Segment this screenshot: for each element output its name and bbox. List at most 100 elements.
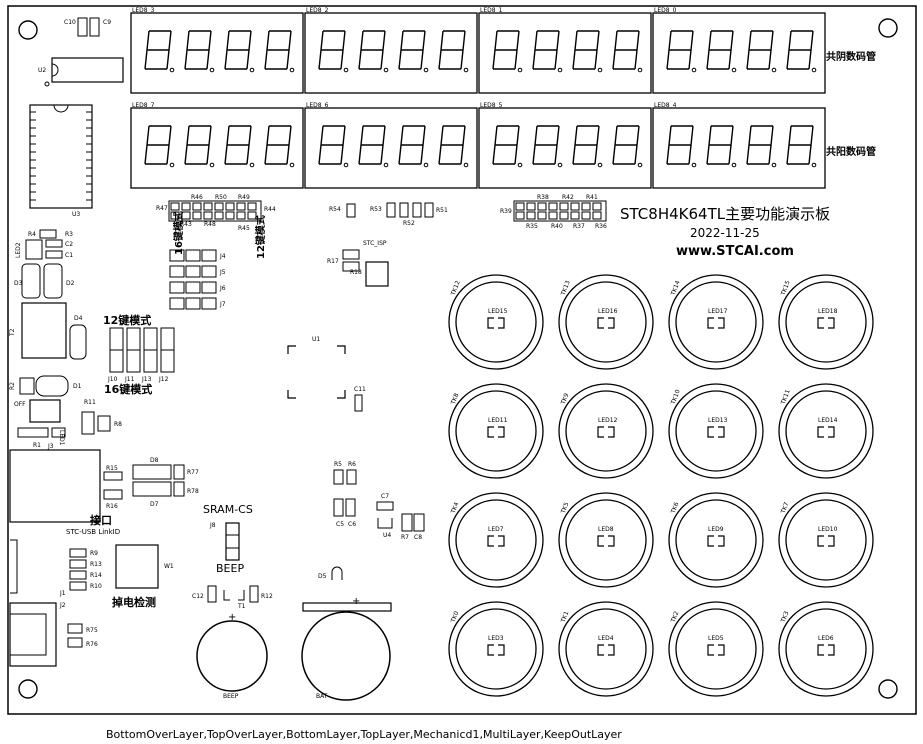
segment [248, 30, 252, 51]
seven-segment-display: LED8_7 [130, 102, 304, 189]
segment [574, 125, 578, 146]
jumper-pad [126, 327, 141, 351]
seven-segment-display: LED8_2 [304, 7, 478, 94]
label-r6: R6 [348, 461, 356, 468]
touch-key-label: TK0 [450, 610, 461, 624]
resistor-pad [203, 202, 213, 211]
jumper-label: J5 [219, 269, 226, 276]
segment [634, 144, 638, 165]
segment [614, 125, 618, 146]
segment [666, 49, 670, 70]
touch-key-led-label: LED7 [488, 526, 504, 533]
resistor-r16 [103, 489, 123, 500]
segment [208, 30, 212, 51]
segment [460, 144, 464, 165]
label-c10: C10 [64, 19, 76, 26]
segment [788, 30, 792, 51]
buzzer [196, 620, 268, 692]
jumper-label: J13 [141, 376, 152, 383]
u3-pins [30, 111, 92, 201]
label-u3: U3 [72, 211, 80, 218]
decimal-point [209, 162, 215, 168]
segment [440, 125, 444, 146]
touch-key-outer-ring [778, 274, 874, 370]
segment [420, 144, 424, 165]
label-r49: R49 [238, 194, 250, 201]
touch-key-outer-ring [778, 383, 874, 479]
label-d3: D3 [14, 280, 23, 287]
segment [400, 125, 404, 146]
buzzer-plus-sign: + [228, 612, 236, 623]
segment [730, 125, 734, 146]
touch-key-led [817, 644, 824, 656]
decimal-point [517, 67, 523, 73]
touch-key-label: TK9 [560, 392, 571, 406]
segment [266, 125, 270, 146]
jumper-j8 [225, 522, 240, 561]
segment [728, 49, 732, 70]
jumper-pad [160, 327, 175, 351]
label-r10: R10 [90, 583, 102, 590]
label-r1: R1 [33, 442, 41, 449]
touch-key-outer-ring [558, 274, 654, 370]
display-label: LED8_5 [480, 102, 503, 109]
segment [462, 30, 466, 51]
resistor-pad [570, 211, 580, 220]
segment [462, 125, 466, 146]
jumper-pad [169, 281, 185, 294]
segment [360, 30, 364, 51]
display-label: LED8_3 [132, 7, 155, 14]
diode-d5 [331, 566, 343, 580]
touch-key-led [487, 317, 494, 329]
touch-key-led [597, 317, 604, 329]
segment [786, 144, 790, 165]
resistor-pad [592, 211, 602, 220]
label-c8: C8 [414, 534, 422, 541]
segment [668, 30, 672, 51]
digit [318, 30, 349, 73]
resistor-array-outline [513, 200, 607, 222]
resistor-pad [548, 211, 558, 220]
resistor-pad [69, 559, 87, 569]
touch-key-led-label: LED17 [708, 308, 728, 315]
resistor-pad [581, 202, 591, 211]
touch-key-led-label: LED4 [598, 635, 614, 642]
resistor-pad [247, 202, 257, 211]
jumper-pad [185, 297, 201, 310]
resistor-array-left: R47 R46 R50 R49 R44 R43 R48 R45 [156, 194, 276, 232]
decimal-point [637, 67, 643, 73]
touch-key-inner-ring [675, 499, 757, 581]
display-body [130, 107, 304, 189]
jumper-pad [109, 349, 124, 373]
connector-j2-inner [9, 613, 47, 656]
segment [636, 125, 640, 146]
label-r78: R78 [187, 488, 199, 495]
decimal-point [249, 67, 255, 73]
resistor-pad [69, 581, 87, 591]
power-switch [29, 399, 61, 423]
jumper-pad [169, 249, 185, 262]
segment [248, 125, 252, 146]
touch-key-outer-ring [448, 601, 544, 697]
mounting-hole-bottom-left [18, 679, 38, 699]
segment [438, 144, 442, 165]
connector-j3 [51, 427, 66, 438]
capacitor-c6 [345, 498, 356, 517]
jumper-label: J6 [219, 285, 226, 292]
jumper-pad [126, 349, 141, 373]
resistor-r54 [346, 203, 356, 218]
digit [224, 125, 255, 168]
segment [342, 30, 346, 51]
usb-port-label: 接口 [90, 513, 112, 527]
resistor-pad [192, 202, 202, 211]
touch-key-label: TK8 [450, 392, 461, 406]
touch-key-led [608, 535, 615, 547]
